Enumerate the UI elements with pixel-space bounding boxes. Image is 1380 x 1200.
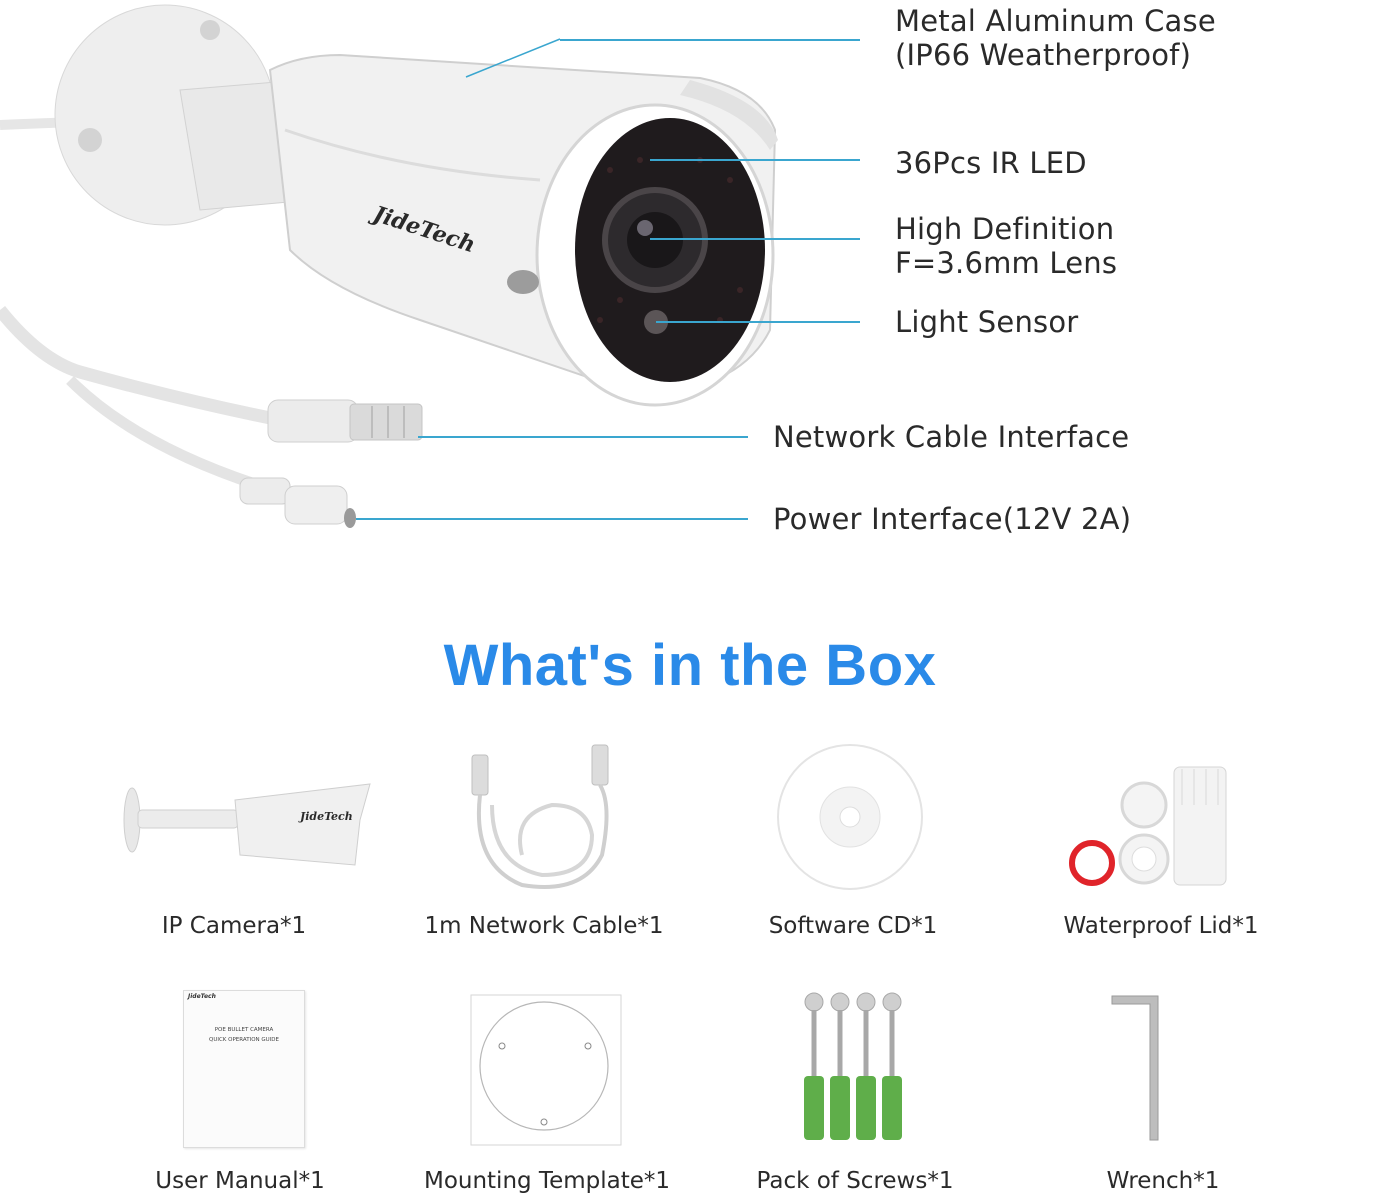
manual-icon: JideTech POE BULLET CAMERA QUICK OPERATI… — [183, 990, 305, 1148]
svg-text:JideTech: JideTech — [298, 810, 353, 823]
screws-icon — [804, 992, 902, 1140]
network-connector — [267, 399, 423, 443]
cable-main — [0, 305, 282, 427]
template-icon — [470, 994, 622, 1146]
wrench-icon — [1111, 995, 1159, 1141]
network-cable-icon — [471, 744, 609, 889]
section-title: What's in the Box — [443, 633, 937, 698]
power-connector — [239, 477, 356, 528]
callout-line-case — [560, 39, 860, 41]
callout-line-network — [418, 436, 748, 438]
callout-line-lens — [650, 238, 860, 240]
callout-line-sensor — [656, 321, 860, 323]
box-item-label: Waterproof Lid*1 — [1063, 913, 1259, 939]
callout-line-case-diagonal — [465, 38, 561, 78]
box-item-label: User Manual*1 — [155, 1168, 325, 1194]
manual-title: POE BULLET CAMERA — [214, 1027, 274, 1033]
box-item-label: Software CD*1 — [768, 913, 938, 939]
manual-brand: JideTech — [188, 993, 216, 1000]
callout-line-ir — [650, 159, 860, 161]
camera-illustration: JideTech — [0, 4, 778, 528]
waterproof-lid-icon — [1069, 766, 1227, 886]
box-item-label: Wrench*1 — [1106, 1168, 1220, 1194]
callout-light-sensor: Light Sensor — [895, 305, 1079, 339]
box-item-label: IP Camera*1 — [161, 913, 307, 939]
cd-icon — [777, 744, 923, 890]
callout-line-power — [356, 518, 748, 520]
callout-power: Power Interface(12V 2A) — [773, 502, 1132, 536]
callout-case: Metal Aluminum Case(IP66 Weatherproof) — [895, 4, 1216, 72]
box-item-label: Pack of Screws*1 — [756, 1168, 954, 1194]
box-item-label: 1m Network Cable*1 — [424, 913, 664, 939]
callout-ir-led: 36Pcs IR LED — [895, 146, 1087, 180]
camera-icon: JideTech — [123, 783, 371, 866]
manual-subtitle: QUICK OPERATION GUIDE — [208, 1037, 280, 1043]
callout-network: Network Cable Interface — [773, 420, 1130, 454]
box-item-label: Mounting Template*1 — [423, 1168, 671, 1194]
